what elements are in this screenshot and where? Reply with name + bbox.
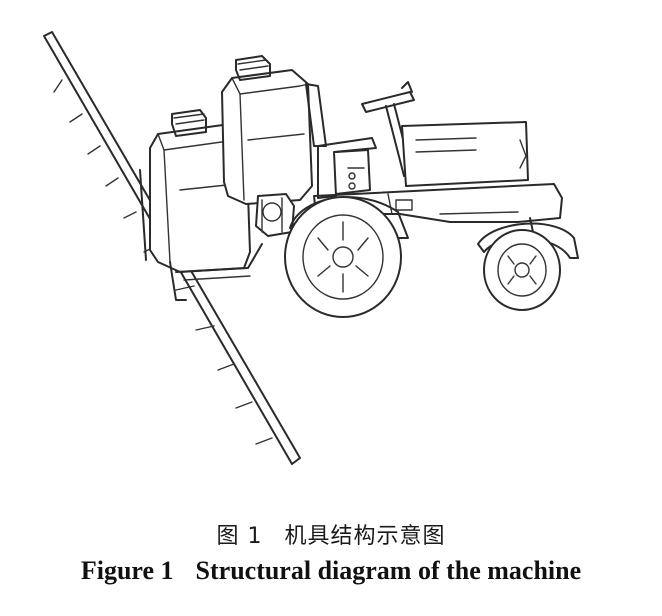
figure-label-chinese: 图 1: [216, 524, 263, 549]
figure-caption-chinese: 图 1 机具结构示意图: [0, 518, 662, 550]
figure-title-chinese: 机具结构示意图: [284, 524, 446, 549]
spray-boom: [43, 31, 301, 465]
front-wheel: [477, 222, 579, 311]
figure-label-english: Figure 1: [80, 556, 174, 585]
front-tank: [221, 55, 327, 237]
tractor-body: [313, 81, 563, 247]
rear-wheel: [284, 196, 409, 318]
machine-drawing: [43, 31, 579, 465]
boom-nozzles: [53, 79, 273, 445]
boom-mount: [175, 243, 263, 281]
figure-title-english: Structural diagram of the machine: [195, 556, 582, 585]
figure-caption-english: Figure 1 Structural diagram of the machin…: [0, 556, 662, 586]
